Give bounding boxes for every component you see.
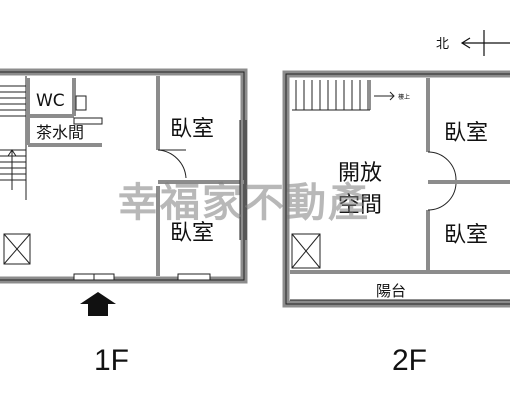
floor-1-entrance-door	[73, 273, 211, 281]
entrance-arrow-icon	[80, 292, 116, 316]
bedroom-1f-bottom-label: 臥室	[170, 221, 214, 246]
floor-1-partitions	[26, 76, 244, 276]
open-space-label-line2: 空間	[338, 193, 382, 218]
floor-1-staircase	[0, 76, 27, 200]
floor-2-partitions	[290, 78, 510, 274]
door-swing-icon	[157, 149, 187, 179]
floor-1-elevator	[3, 233, 31, 265]
compass-north-label: 北	[436, 37, 449, 52]
window-icon	[239, 120, 247, 240]
balcony-label: 陽台	[376, 282, 406, 300]
tea-room-label: 茶水間	[36, 123, 84, 142]
floor-2-caption: 2F	[392, 344, 427, 377]
floor-2-elevator	[291, 233, 321, 269]
door-swing-icon	[427, 183, 457, 211]
counter-icon	[73, 117, 103, 125]
upstairs-note: 樓上	[398, 93, 410, 101]
floor-1-caption: 1F	[94, 344, 129, 377]
floor-1-plan: WC 茶水間 臥室 臥室 1F	[0, 68, 248, 377]
floor-2-staircase	[292, 80, 395, 111]
wc-label: WC	[36, 91, 65, 111]
bedroom-1f-top-label: 臥室	[170, 117, 214, 142]
floor-2-plan: 樓上 開放 空間 臥室 臥室 陽台 2F	[282, 70, 510, 377]
open-space-label-line1: 開放	[338, 161, 382, 186]
bedroom-2f-bottom-label: 臥室	[444, 223, 488, 248]
door-swing-icon	[427, 151, 457, 181]
toilet-icon	[75, 95, 87, 111]
compass-arrow-icon	[460, 37, 471, 49]
bedroom-2f-top-label: 臥室	[444, 121, 488, 146]
watermark: 幸福家不動產	[118, 180, 370, 226]
north-compass: 北	[436, 30, 510, 56]
